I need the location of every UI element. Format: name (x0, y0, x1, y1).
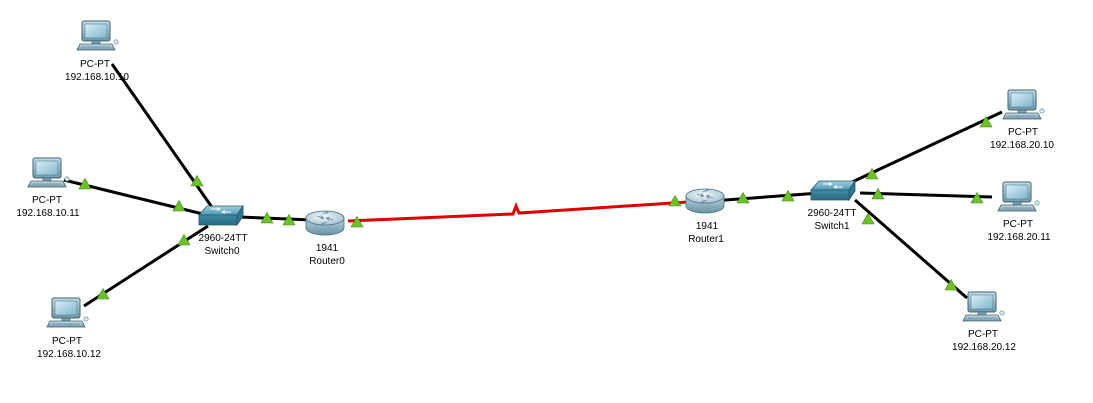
device-model-label: 2960-24TT (808, 208, 857, 219)
pc-icon[interactable] (46, 297, 89, 328)
device-model-label: PC-PT (1008, 127, 1038, 138)
device-model-label: 1941 (316, 243, 339, 254)
device-model-label: PC-PT (52, 336, 82, 347)
link-router1-switch1[interactable] (711, 191, 821, 203)
router-icon[interactable] (305, 210, 345, 236)
device-ip-label: 192.168.10.10 (65, 72, 129, 83)
switch-icon[interactable] (198, 205, 244, 226)
link-switch1-pc3[interactable] (849, 110, 1003, 185)
pc-icon[interactable] (27, 157, 70, 188)
device-model-label: PC-PT (1003, 219, 1033, 230)
pc-icon[interactable] (76, 20, 119, 51)
device-model-label: PC-PT (80, 59, 110, 70)
device-ip-label: 192.168.10.12 (37, 349, 101, 360)
device-pc1[interactable]: PC-PT 192.168.10.11 (16, 157, 80, 219)
device-ip-label: 192.168.20.11 (987, 232, 1051, 243)
device-pc2[interactable]: PC-PT 192.168.10.12 (37, 297, 101, 360)
device-pc5[interactable]: PC-PT 192.168.20.12 (952, 291, 1016, 353)
link-router0-router1-serial[interactable] (347, 200, 689, 223)
router-icon[interactable] (685, 188, 725, 214)
device-model-label: PC-PT (968, 329, 998, 340)
device-hostname-label: Router1 (688, 234, 724, 245)
device-switch1[interactable]: 2960-24TT Switch1 (808, 180, 857, 232)
device-ip-label: 192.168.20.10 (990, 140, 1054, 151)
pc-icon[interactable] (997, 181, 1040, 212)
device-switch0[interactable]: 2960-24TT Switch0 (198, 205, 248, 257)
links (63, 63, 1003, 308)
device-pc0[interactable]: PC-PT 192.168.10.10 (65, 20, 129, 83)
device-ip-label: 192.168.10.11 (16, 208, 80, 219)
switch-icon[interactable] (810, 180, 856, 201)
link-switch1-pc4[interactable] (859, 191, 993, 199)
link-pc0-switch0[interactable] (110, 63, 218, 214)
device-hostname-label: Switch1 (814, 221, 849, 232)
pc-icon[interactable] (962, 291, 1005, 322)
device-router1[interactable]: 1941 Router1 (685, 188, 725, 245)
device-hostname-label: Switch0 (204, 246, 239, 257)
device-model-label: 2960-24TT (199, 233, 248, 244)
device-hostname-label: Router0 (309, 256, 345, 267)
device-pc4[interactable]: PC-PT 192.168.20.11 (987, 181, 1051, 243)
device-router0[interactable]: 1941 Router0 (305, 210, 345, 267)
device-pc3[interactable]: PC-PT 192.168.20.10 (990, 89, 1054, 151)
pc-icon[interactable] (1002, 89, 1045, 120)
link-switch1-pc5[interactable] (854, 198, 968, 300)
device-model-label: PC-PT (32, 195, 62, 206)
link-up-indicator (668, 195, 682, 207)
device-model-label: 1941 (696, 221, 719, 232)
link-switch0-router0[interactable] (239, 215, 313, 222)
device-ip-label: 192.168.20.12 (952, 342, 1016, 353)
